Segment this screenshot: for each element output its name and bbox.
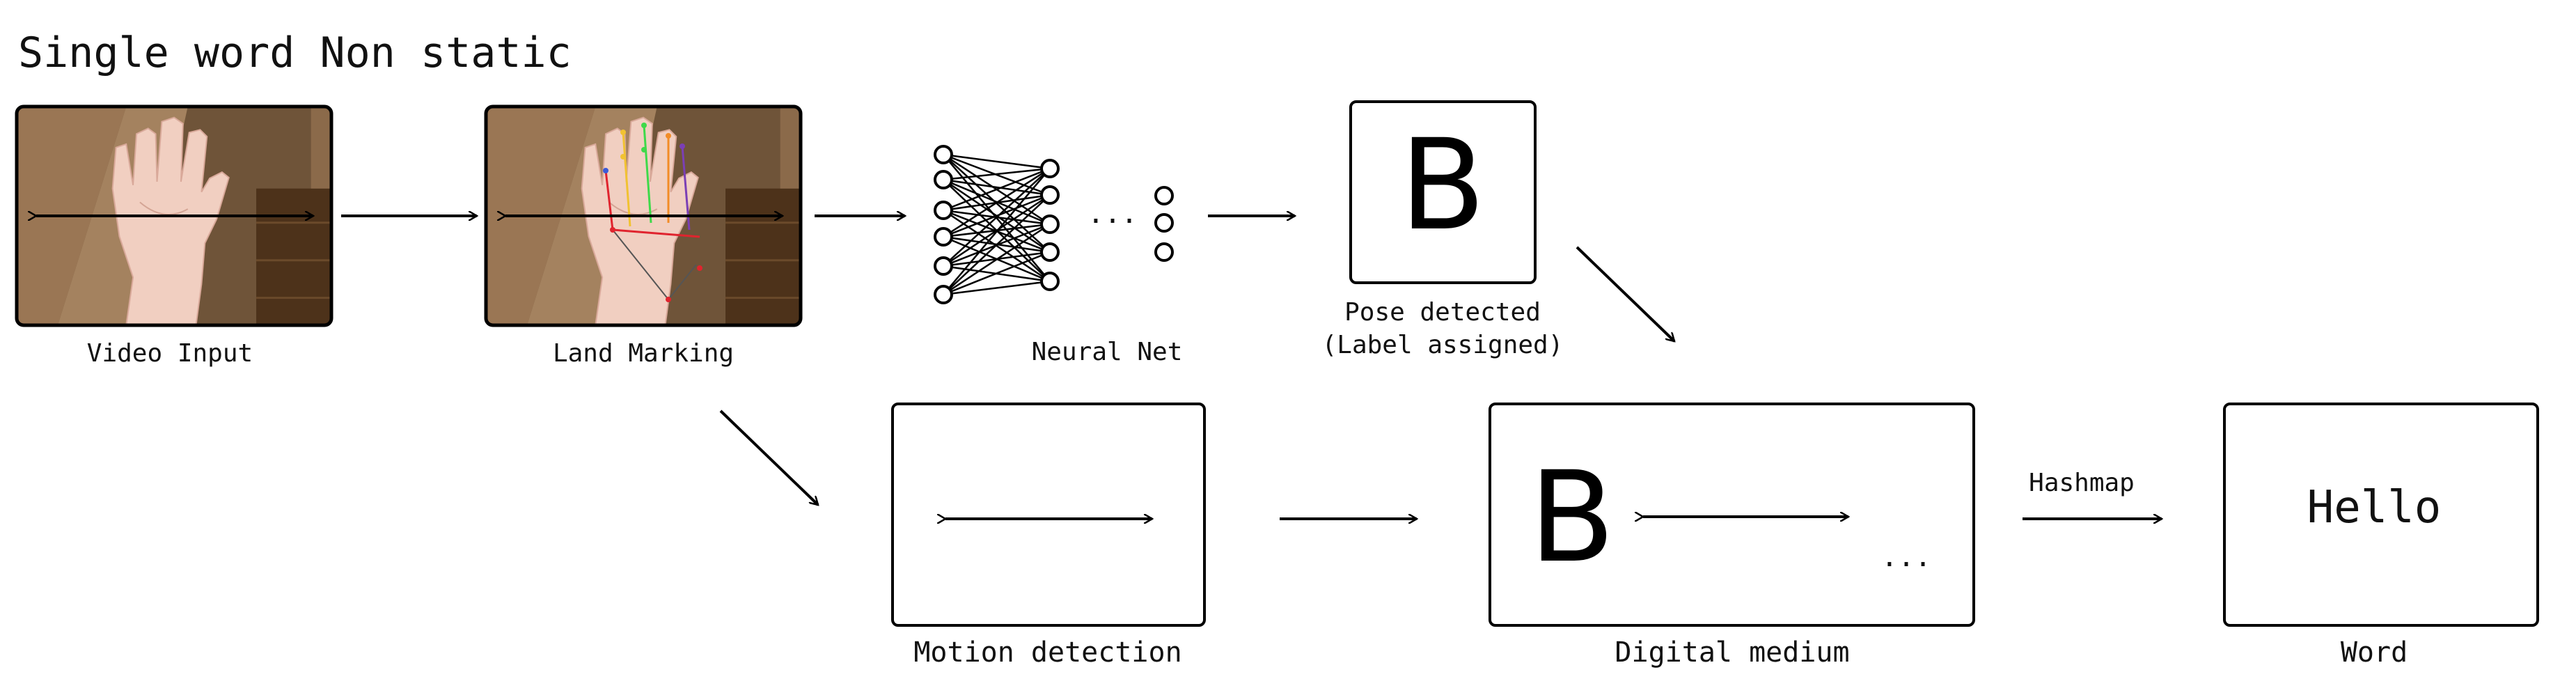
nn-node xyxy=(934,285,953,304)
nn-node xyxy=(1154,213,1174,233)
nn-connection xyxy=(943,167,1051,212)
nn-connection xyxy=(943,251,1051,296)
nn-connection xyxy=(943,168,1051,295)
nn-node xyxy=(1154,242,1174,262)
nn-node xyxy=(1040,159,1060,178)
nn-connection xyxy=(943,153,1051,170)
nn-node xyxy=(934,170,953,189)
video-input-thumbnail xyxy=(15,104,333,327)
land-marking-thumbnail xyxy=(484,104,803,327)
nn-connection xyxy=(943,223,1051,296)
nn-node xyxy=(1040,272,1060,291)
nn-connection xyxy=(943,194,1051,295)
digital-medium-label: Digital medium xyxy=(1615,637,1849,669)
pose-detected-box xyxy=(1349,100,1537,284)
pose-detected-sublabel: (Label assigned) xyxy=(1322,331,1564,359)
hashmap-label: Hashmap xyxy=(2029,469,2135,497)
nn-node xyxy=(1040,214,1060,234)
nn-node xyxy=(934,145,953,164)
nn-node xyxy=(934,201,953,220)
nn-connection xyxy=(943,167,1051,181)
land-marking-label: Land Marking xyxy=(553,339,734,368)
motion-detection-label: Motion detection xyxy=(913,637,1181,669)
word-label: Word xyxy=(2341,637,2408,669)
nn-connection xyxy=(943,168,1051,267)
arrow-pose-to-digital xyxy=(1576,246,1674,341)
word-box xyxy=(2223,403,2539,627)
diagram-title: Single word Non static xyxy=(18,29,572,77)
pose-detected-label: Pose detected xyxy=(1344,298,1541,327)
pose-letter: B xyxy=(1399,113,1486,258)
nn-connection xyxy=(943,194,1051,238)
nn-node xyxy=(1154,186,1174,205)
motion-detection-box xyxy=(891,403,1206,627)
nn-node xyxy=(934,227,953,247)
nn-connection xyxy=(943,167,1051,238)
neural-net-icon xyxy=(934,145,1174,304)
nn-node xyxy=(1040,185,1060,205)
video-input-label: Video Input xyxy=(87,339,253,368)
nn-connection xyxy=(943,280,1051,296)
digital-ellipsis: ... xyxy=(1881,541,1931,573)
arrow-landmark-to-motion xyxy=(719,409,818,505)
word-value: Hello xyxy=(2307,482,2442,533)
neural-net-label: Neural Net xyxy=(1032,338,1183,366)
nn-node xyxy=(934,256,953,276)
nn-connection xyxy=(943,178,1051,196)
digital-letter: B xyxy=(1529,445,1615,591)
nn-node xyxy=(1040,242,1060,262)
neural-net-ellipsis: ... xyxy=(1087,198,1138,230)
